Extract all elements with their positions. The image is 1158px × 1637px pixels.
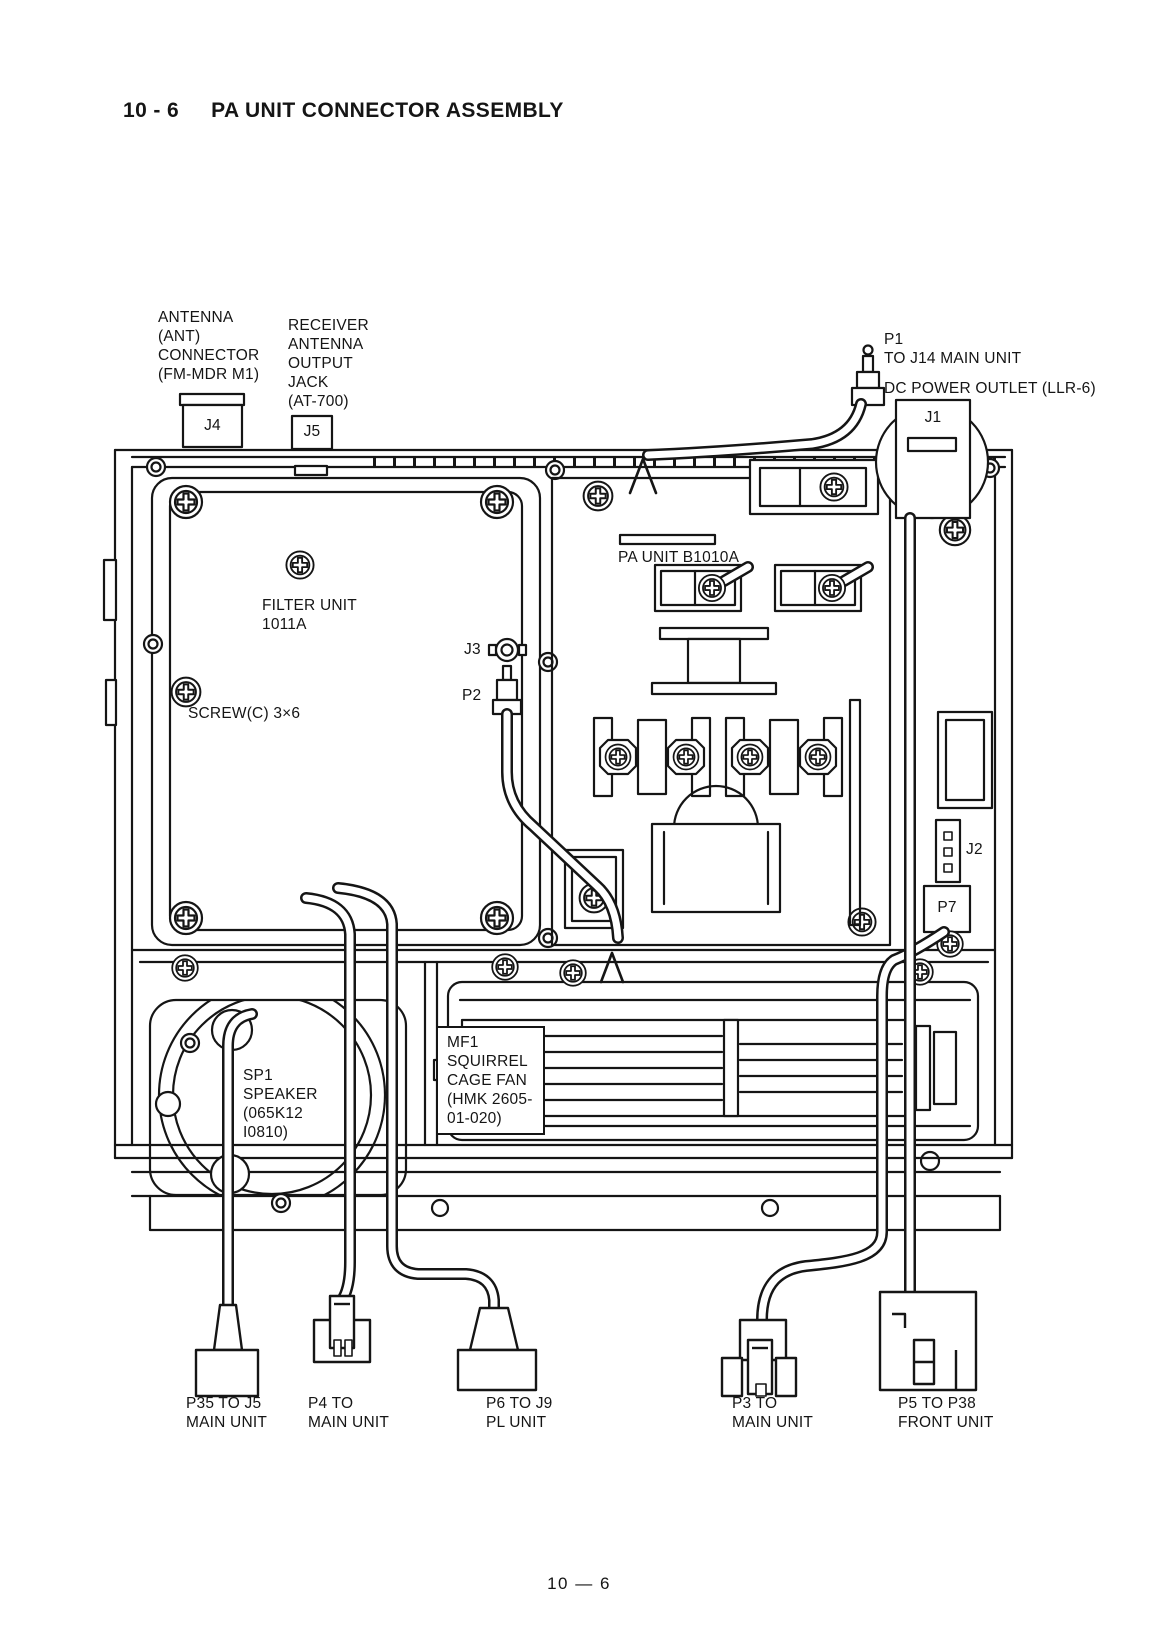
cable-strain-arrow <box>599 951 625 984</box>
screw-icon <box>479 900 515 936</box>
coil-spool <box>650 626 778 696</box>
j5-connector <box>290 414 334 477</box>
screw-icon <box>672 743 700 771</box>
pa-unit-panel <box>550 458 892 947</box>
p5-connector <box>878 1290 978 1392</box>
label-j1: J1 <box>924 409 942 426</box>
screw-icon <box>168 484 204 520</box>
rail-hole <box>760 1198 780 1218</box>
p3-connector <box>720 1318 798 1398</box>
label-j2: J2 <box>966 841 983 858</box>
label-speaker: SP1 SPEAKER (065K12 I0810) <box>243 1067 318 1141</box>
screw-icon <box>938 513 972 547</box>
pa-top-module <box>748 458 880 516</box>
page-number: 10 — 6 <box>547 1574 611 1593</box>
label-dc-power-outlet: DC POWER OUTLET (LLR-6) <box>884 380 1096 397</box>
label-j5: J5 <box>303 423 321 440</box>
label-p5: P5 TO P38 FRONT UNIT <box>898 1395 994 1431</box>
p2-plug-icon <box>491 664 523 716</box>
screw-icon <box>559 959 587 987</box>
screw-icon <box>582 480 614 512</box>
chassis-frame <box>102 448 1014 1232</box>
label-p1: P1 TO J14 MAIN UNIT <box>884 331 1022 367</box>
section-number: 10 - 6 <box>123 99 180 122</box>
pa-module-right <box>773 561 874 613</box>
label-p2: P2 <box>462 687 482 704</box>
right-channel <box>922 513 994 958</box>
hole-ring-icon <box>544 459 566 481</box>
j2-connector-icon <box>934 818 962 884</box>
screw-icon <box>819 472 849 502</box>
screw-icon <box>168 900 204 936</box>
hole-ring-icon <box>537 651 559 673</box>
label-filter-unit: FILTER UNIT 1011A <box>262 597 357 633</box>
power-transistor <box>592 716 712 798</box>
screw-icon <box>847 907 877 937</box>
cable-harness <box>222 398 950 1354</box>
label-antenna-connector: ANTENNA (ANT) CONNECTOR (FM-MDR M1) <box>158 309 260 383</box>
label-pa-unit: PA UNIT B1010A <box>618 549 740 566</box>
hole-ring-icon <box>179 1032 201 1054</box>
rail-hole <box>919 1150 941 1172</box>
screw-icon <box>171 954 199 982</box>
section-title: PA UNIT CONNECTOR ASSEMBLY <box>211 99 564 122</box>
label-p3: P3 TO MAIN UNIT <box>732 1395 814 1431</box>
screw-icon <box>491 953 519 981</box>
pa-bar <box>848 698 862 927</box>
pa-block <box>650 784 782 914</box>
cable-strain-arrow <box>628 457 658 495</box>
p6-connector <box>456 1306 538 1392</box>
label-p35: P35 TO J5 MAIN UNIT <box>186 1395 268 1431</box>
power-transistor <box>724 716 844 798</box>
screw-icon <box>285 550 315 580</box>
screw-icon <box>804 743 832 771</box>
screw-icon <box>604 743 632 771</box>
label-p6: P6 TO J9 PL UNIT <box>486 1395 553 1431</box>
hole-ring-icon <box>145 456 167 478</box>
pa-module-left <box>653 561 754 613</box>
label-fan: MF1 SQUIRREL CAGE FAN (HMK 2605- 01-020) <box>436 1026 545 1135</box>
p35-connector <box>194 1303 260 1398</box>
label-screw: SCREW(C) 3×6 <box>188 705 301 722</box>
p4-connector <box>312 1294 372 1364</box>
label-receiver-jack: RECEIVER ANTENNA OUTPUT JACK (AT-700) <box>288 317 369 410</box>
pa-label-bar <box>618 533 717 546</box>
page-title: 10 - 6 PA UNIT CONNECTOR ASSEMBLY <box>123 99 564 123</box>
hole-ring-icon <box>142 633 164 655</box>
p1-plug-icon <box>850 344 886 407</box>
label-p4: P4 TO MAIN UNIT <box>308 1395 390 1431</box>
rail-hole <box>430 1198 450 1218</box>
label-j3: J3 <box>464 641 481 658</box>
screw-icon <box>479 484 515 520</box>
screw-icon <box>817 573 847 603</box>
screw-icon <box>697 573 727 603</box>
j4-connector <box>178 392 246 449</box>
label-p7: P7 <box>937 899 957 916</box>
j3-jack-icon <box>487 637 528 663</box>
label-j4: J4 <box>204 417 221 434</box>
screw-icon <box>170 676 202 708</box>
hole-ring-icon <box>270 1192 292 1214</box>
j1-connector <box>874 398 990 520</box>
screw-icon <box>736 743 764 771</box>
